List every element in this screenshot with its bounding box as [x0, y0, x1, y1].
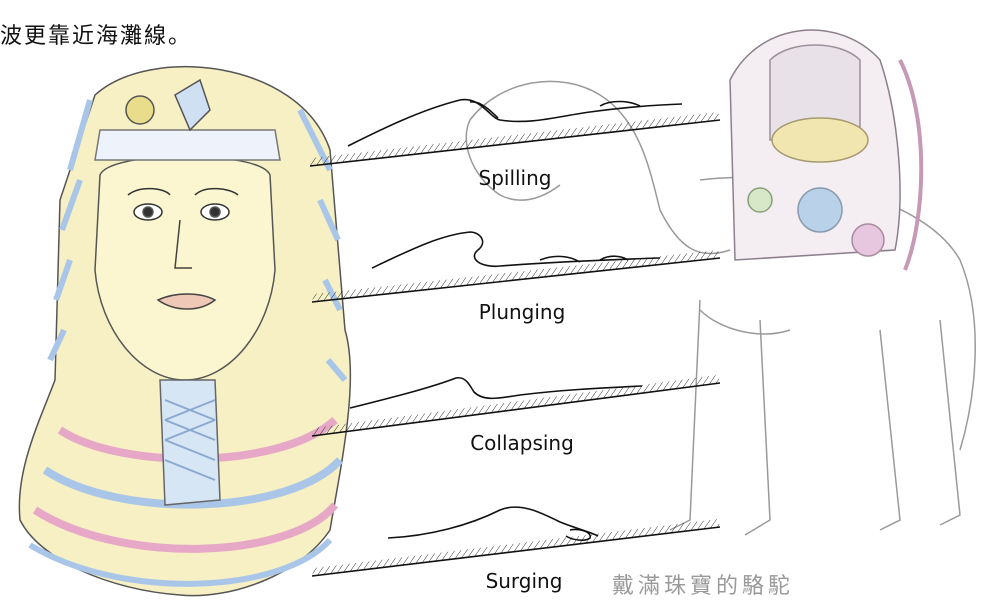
wave-label-collapsing: Collapsing [470, 431, 574, 455]
wave-label-plunging: Plunging [479, 300, 566, 324]
plunging-wave [312, 232, 720, 302]
pharaoh-mask-drawing [19, 67, 350, 596]
camel-caption: 戴滿珠寶的駱駝 [612, 568, 794, 600]
surging-wave [312, 507, 720, 576]
spilling-wave [310, 100, 720, 166]
collapsing-wave [312, 375, 720, 436]
wave-label-surging: Surging [486, 569, 563, 593]
camel-drawing [466, 30, 975, 535]
wave-label-spilling: Spilling [479, 166, 552, 190]
